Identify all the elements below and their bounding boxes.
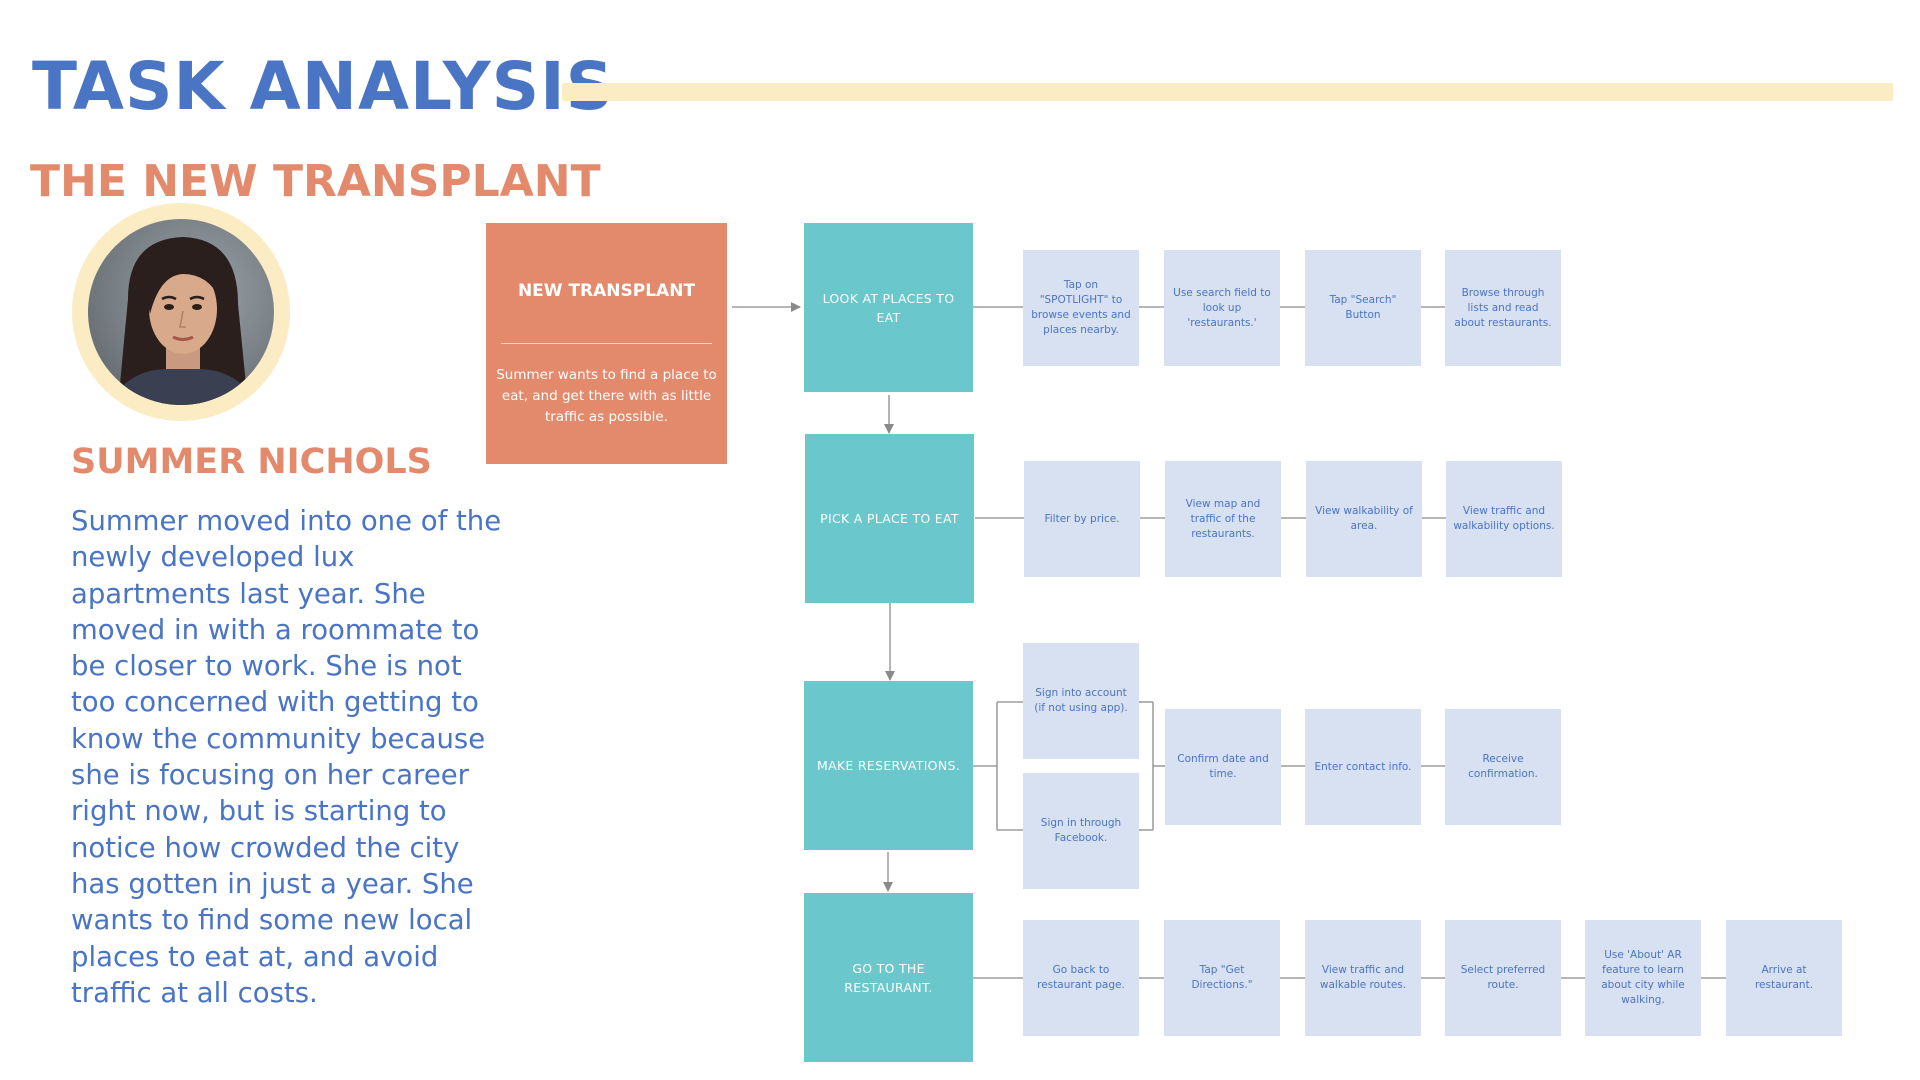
persona-name: SUMMER NICHOLS <box>71 442 432 482</box>
persona-box-title: NEW TRANSPLANT <box>517 281 696 301</box>
task-box-make-reservations: MAKE RESERVATIONS. <box>804 681 973 850</box>
step-box: Enter contact info. <box>1305 709 1421 825</box>
persona-summary-box: NEW TRANSPLANT Summer wants to find a pl… <box>486 223 727 464</box>
step-box: Tap on "SPOTLIGHT" to browse events and … <box>1023 250 1139 366</box>
step-box: View map and traffic of the restaurants. <box>1165 461 1281 577</box>
title-underline-bar <box>562 83 1893 101</box>
step-box: Use 'About' AR feature to learn about ci… <box>1585 920 1701 1036</box>
persona-photo <box>88 219 274 405</box>
persona-avatar <box>88 219 274 405</box>
persona-bio: Summer moved into one of the newly devel… <box>71 505 502 1009</box>
step-box-branch: Sign into account (if not using app). <box>1023 643 1139 759</box>
step-box: Tap "Get Directions." <box>1164 920 1280 1036</box>
task-box-look-at-places: LOOK AT PLACES TO EAT <box>804 223 973 392</box>
step-box: Arrive at restaurant. <box>1726 920 1842 1036</box>
step-box: View walkability of area. <box>1306 461 1422 577</box>
step-box: Go back to restaurant page. <box>1023 920 1139 1036</box>
step-box: Tap "Search" Button <box>1305 250 1421 366</box>
step-box: Confirm date and time. <box>1165 709 1281 825</box>
step-box: Browse through lists and read about rest… <box>1445 250 1561 366</box>
step-box: Select preferred route. <box>1445 920 1561 1036</box>
step-box: Use search field to look up 'restaurants… <box>1164 250 1280 366</box>
step-box: View traffic and walkable routes. <box>1305 920 1421 1036</box>
page-title: TASK ANALYSIS <box>32 48 615 125</box>
step-box: View traffic and walkability options. <box>1446 461 1562 577</box>
persona-box-divider <box>501 343 712 344</box>
section-title: THE NEW TRANSPLANT <box>30 156 601 207</box>
step-box: Receive confirmation. <box>1445 709 1561 825</box>
task-box-go-to-restaurant: GO TO THE RESTAURANT. <box>804 893 973 1062</box>
task-box-pick-a-place: PICK A PLACE TO EAT <box>805 434 974 603</box>
persona-box-description: Summer wants to find a place to eat, and… <box>496 367 717 425</box>
step-box: Filter by price. <box>1024 461 1140 577</box>
step-box-branch: Sign in through Facebook. <box>1023 773 1139 889</box>
